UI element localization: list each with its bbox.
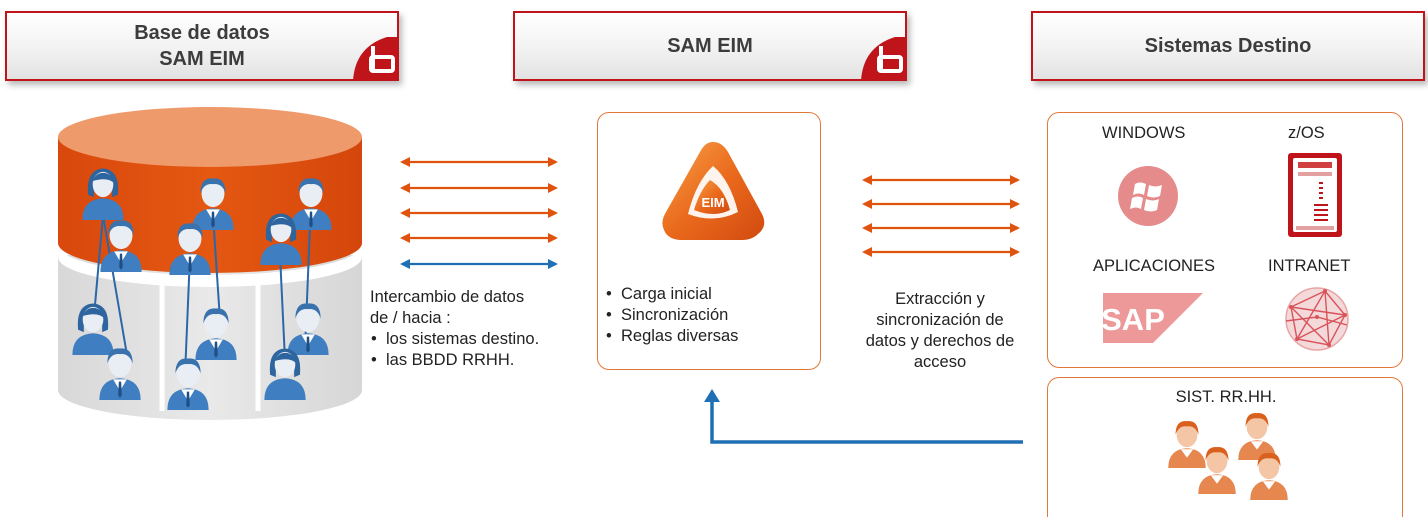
hr-system-panel: SIST. RR.HH. xyxy=(1047,377,1403,517)
label-zos: z/OS xyxy=(1288,124,1325,142)
sap-logo-icon: SAP ® xyxy=(1101,293,1203,343)
eim-logo-text: EIM xyxy=(701,195,724,210)
header-database-line1: Base de datos xyxy=(134,22,270,44)
eim-feature-item: Reglas diversas xyxy=(605,326,815,347)
exchange-description: Intercambio de datos de / hacia : los si… xyxy=(370,287,585,371)
exchange-intro-line2: de / hacia : xyxy=(370,309,451,327)
eim-logo-icon: EIM xyxy=(662,142,765,240)
eim-feature-item: Sincronización xyxy=(605,305,815,326)
extraction-description: Extracción y sincronización de datos y d… xyxy=(850,289,1030,373)
exchange-arrows xyxy=(400,157,558,269)
exchange-item: los sistemas destino. xyxy=(370,329,585,350)
header-sam-eim: SAM EIM xyxy=(513,11,907,81)
label-hr-system: SIST. RR.HH. xyxy=(1175,388,1277,406)
label-windows: WINDOWS xyxy=(1102,124,1186,142)
extraction-line: Extracción y xyxy=(895,290,985,308)
windows-icon xyxy=(1118,166,1178,226)
sap-logo-text: SAP xyxy=(1101,302,1165,337)
extraction-line: datos y derechos de xyxy=(865,332,1015,350)
header-sistemas-destino: Sistemas Destino xyxy=(1031,11,1425,81)
exchange-intro-line1: Intercambio de datos xyxy=(370,288,525,306)
header-database: Base de datos SAM EIM xyxy=(5,11,399,81)
intranet-globe-icon xyxy=(1285,287,1349,351)
extraction-arrows xyxy=(862,175,1020,257)
eim-feature-item: Carga inicial xyxy=(605,284,815,305)
eim-panel: EIM Carga inicial Sincronización Reglas … xyxy=(597,112,821,370)
extraction-line: sincronización de xyxy=(876,311,1004,329)
mainframe-server-icon xyxy=(1288,153,1342,237)
hr-people-icon xyxy=(1168,413,1288,500)
label-aplicaciones: APLICACIONES xyxy=(1093,257,1215,275)
extraction-line: acceso xyxy=(913,353,967,371)
eim-feature-list: Carga inicial Sincronización Reglas dive… xyxy=(605,284,815,347)
header-sam-eim-title: SAM EIM xyxy=(667,35,753,57)
exchange-item: las BBDD RRHH. xyxy=(370,350,585,371)
target-systems-panel: WINDOWS z/OS APLICACIONES INTRANET SAP ® xyxy=(1047,112,1403,368)
label-intranet: INTRANET xyxy=(1268,257,1351,275)
brand-logo-icon xyxy=(861,37,907,81)
hr-return-arrow xyxy=(704,389,1023,444)
svg-text:®: ® xyxy=(1173,334,1178,341)
header-database-line2: SAM EIM xyxy=(159,48,245,70)
header-sistemas-destino-title: Sistemas Destino xyxy=(1144,35,1312,57)
database-cylinder xyxy=(58,107,362,420)
brand-logo-icon xyxy=(353,37,399,81)
